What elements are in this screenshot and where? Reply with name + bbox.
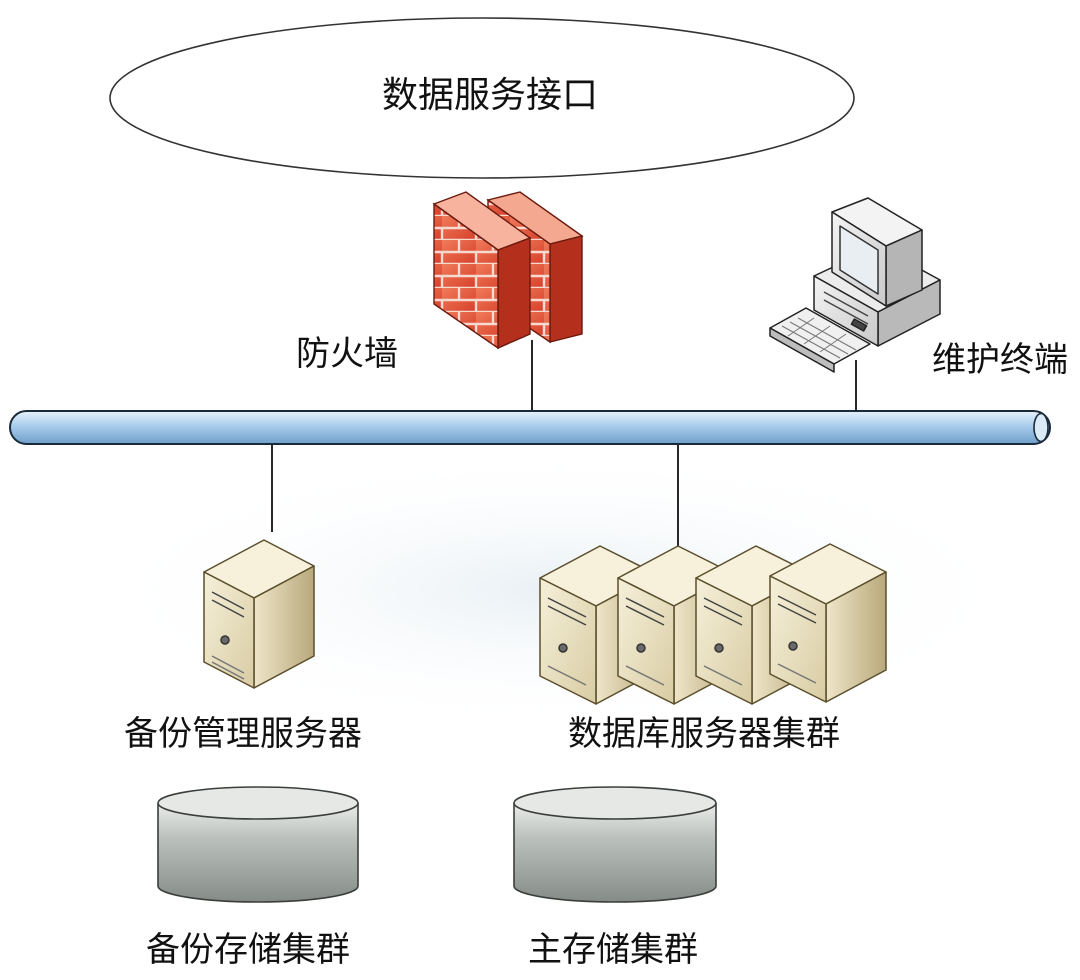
backup-storage-disk-icon xyxy=(157,786,359,903)
db-server-4 xyxy=(769,543,887,703)
backup-storage-cluster-label: 备份存储集群 xyxy=(146,930,350,970)
maintenance-terminal-label: 维护终端 xyxy=(932,340,1068,380)
firewall-icon xyxy=(432,191,584,350)
main-storage-disk-icon xyxy=(513,786,717,903)
connection-lines xyxy=(271,340,857,548)
network-bus xyxy=(9,410,1051,445)
firewall-label: 防火墙 xyxy=(296,334,398,374)
database-server-cluster-label: 数据库服务器集群 xyxy=(568,714,840,754)
backup-management-server-label: 备份管理服务器 xyxy=(124,714,362,754)
database-server-cluster-icons xyxy=(539,543,887,705)
data-service-interface-label: 数据服务接口 xyxy=(381,75,598,116)
desktop-computer-icon xyxy=(769,197,941,373)
backup-server-icon xyxy=(203,539,315,689)
data-service-interface-ellipse xyxy=(109,17,855,179)
main-storage-cluster-label: 主存储集群 xyxy=(528,930,698,970)
